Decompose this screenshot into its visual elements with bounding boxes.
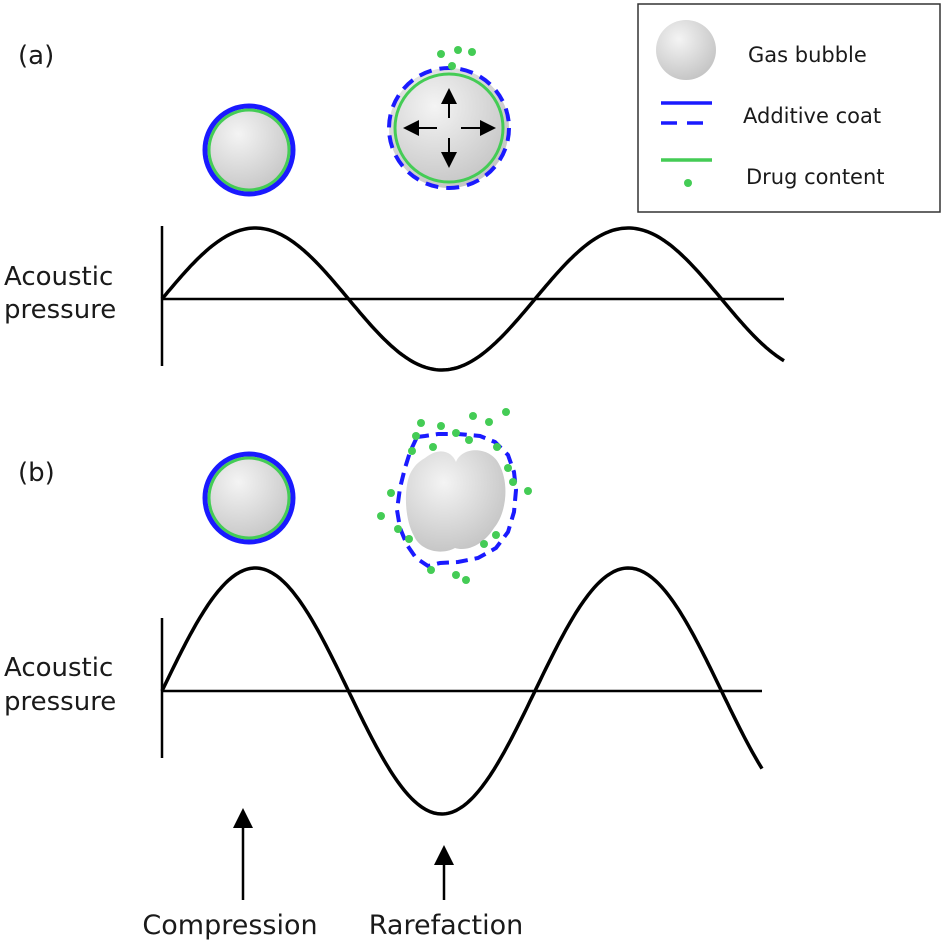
rarefaction-label: Rarefaction	[369, 910, 523, 941]
panel-label-a: (a)	[18, 41, 54, 71]
bubble-b-fragmented	[377, 408, 532, 584]
ylabel-a-line1: Acoustic	[4, 262, 113, 292]
pressure-wave-b	[160, 566, 764, 816]
fragmented-coat	[394, 432, 519, 569]
legend-gas-bubble-icon	[656, 20, 716, 80]
drug-particles-a	[437, 46, 476, 70]
legend-additive-coat-label: Additive coat	[743, 104, 881, 128]
waveform-b: Acoustic pressure	[4, 566, 764, 816]
ylabel-a-line2: pressure	[4, 295, 116, 325]
legend-drug-dot-icon	[684, 179, 692, 187]
ylabel-b-line1: Acoustic	[4, 653, 113, 683]
fragmented-bubble	[405, 450, 506, 552]
legend-gas-bubble-label: Gas bubble	[748, 43, 867, 67]
bubble-b-compressed	[202, 451, 296, 545]
legend-drug-content-label: Drug content	[746, 165, 885, 189]
bubble-a-expanded	[387, 46, 511, 190]
ylabel-b-line2: pressure	[4, 687, 116, 717]
bubble-a-compressed	[202, 103, 296, 197]
waveform-a: Acoustic pressure	[4, 226, 785, 372]
panel-label-b: (b)	[18, 458, 55, 488]
compression-label: Compression	[142, 910, 317, 941]
legend: Gas bubble Additive coat Drug content	[637, 3, 941, 213]
compression-annotation: Compression	[142, 808, 318, 941]
rarefaction-annotation: Rarefaction	[369, 845, 523, 941]
pressure-wave-a	[160, 226, 785, 372]
drug-particles-b	[377, 408, 532, 584]
